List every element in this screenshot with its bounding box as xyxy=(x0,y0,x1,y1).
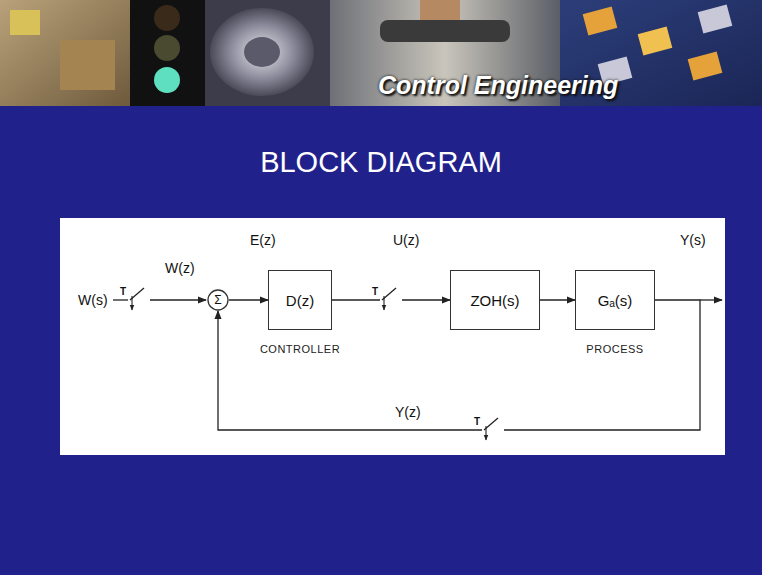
block-label: Σ xyxy=(214,293,221,307)
output-wire xyxy=(700,299,722,300)
sampler-switch xyxy=(128,288,150,310)
sampler-switch xyxy=(482,418,504,440)
block-label: ZOH(s) xyxy=(470,292,519,309)
signal-line xyxy=(229,299,268,300)
signal-name: E(z) xyxy=(250,232,276,248)
slide-title: BLOCK DIAGRAM xyxy=(0,145,762,179)
signal-name: W(z) xyxy=(165,260,195,276)
block-caption: PROCESS xyxy=(586,343,643,355)
input-wire xyxy=(113,299,206,300)
sampler-switch xyxy=(380,288,402,310)
block-caption: CONTROLLER xyxy=(260,343,340,355)
signal-name: U(z) xyxy=(393,232,419,248)
summing-junction: Σ xyxy=(207,289,229,311)
diagram-panel xyxy=(60,218,725,455)
signal-name: Y(s) xyxy=(680,232,706,248)
sample-period: T xyxy=(372,286,378,298)
block-label: Gₐ(s) xyxy=(598,292,633,309)
block-label: D(z) xyxy=(286,292,314,309)
signal-line xyxy=(540,299,575,300)
signal-name: W(s) xyxy=(78,292,108,308)
hold-block: ZOH(s) xyxy=(450,270,540,330)
sample-period: T xyxy=(474,416,480,428)
signal-name: Y(z) xyxy=(395,404,421,420)
banner-title: Control Engineering xyxy=(378,70,618,100)
process-block: Gₐ(s)PROCESS xyxy=(575,270,655,330)
controller-block: D(z)CONTROLLER xyxy=(268,270,332,330)
sample-period: T xyxy=(120,286,126,298)
